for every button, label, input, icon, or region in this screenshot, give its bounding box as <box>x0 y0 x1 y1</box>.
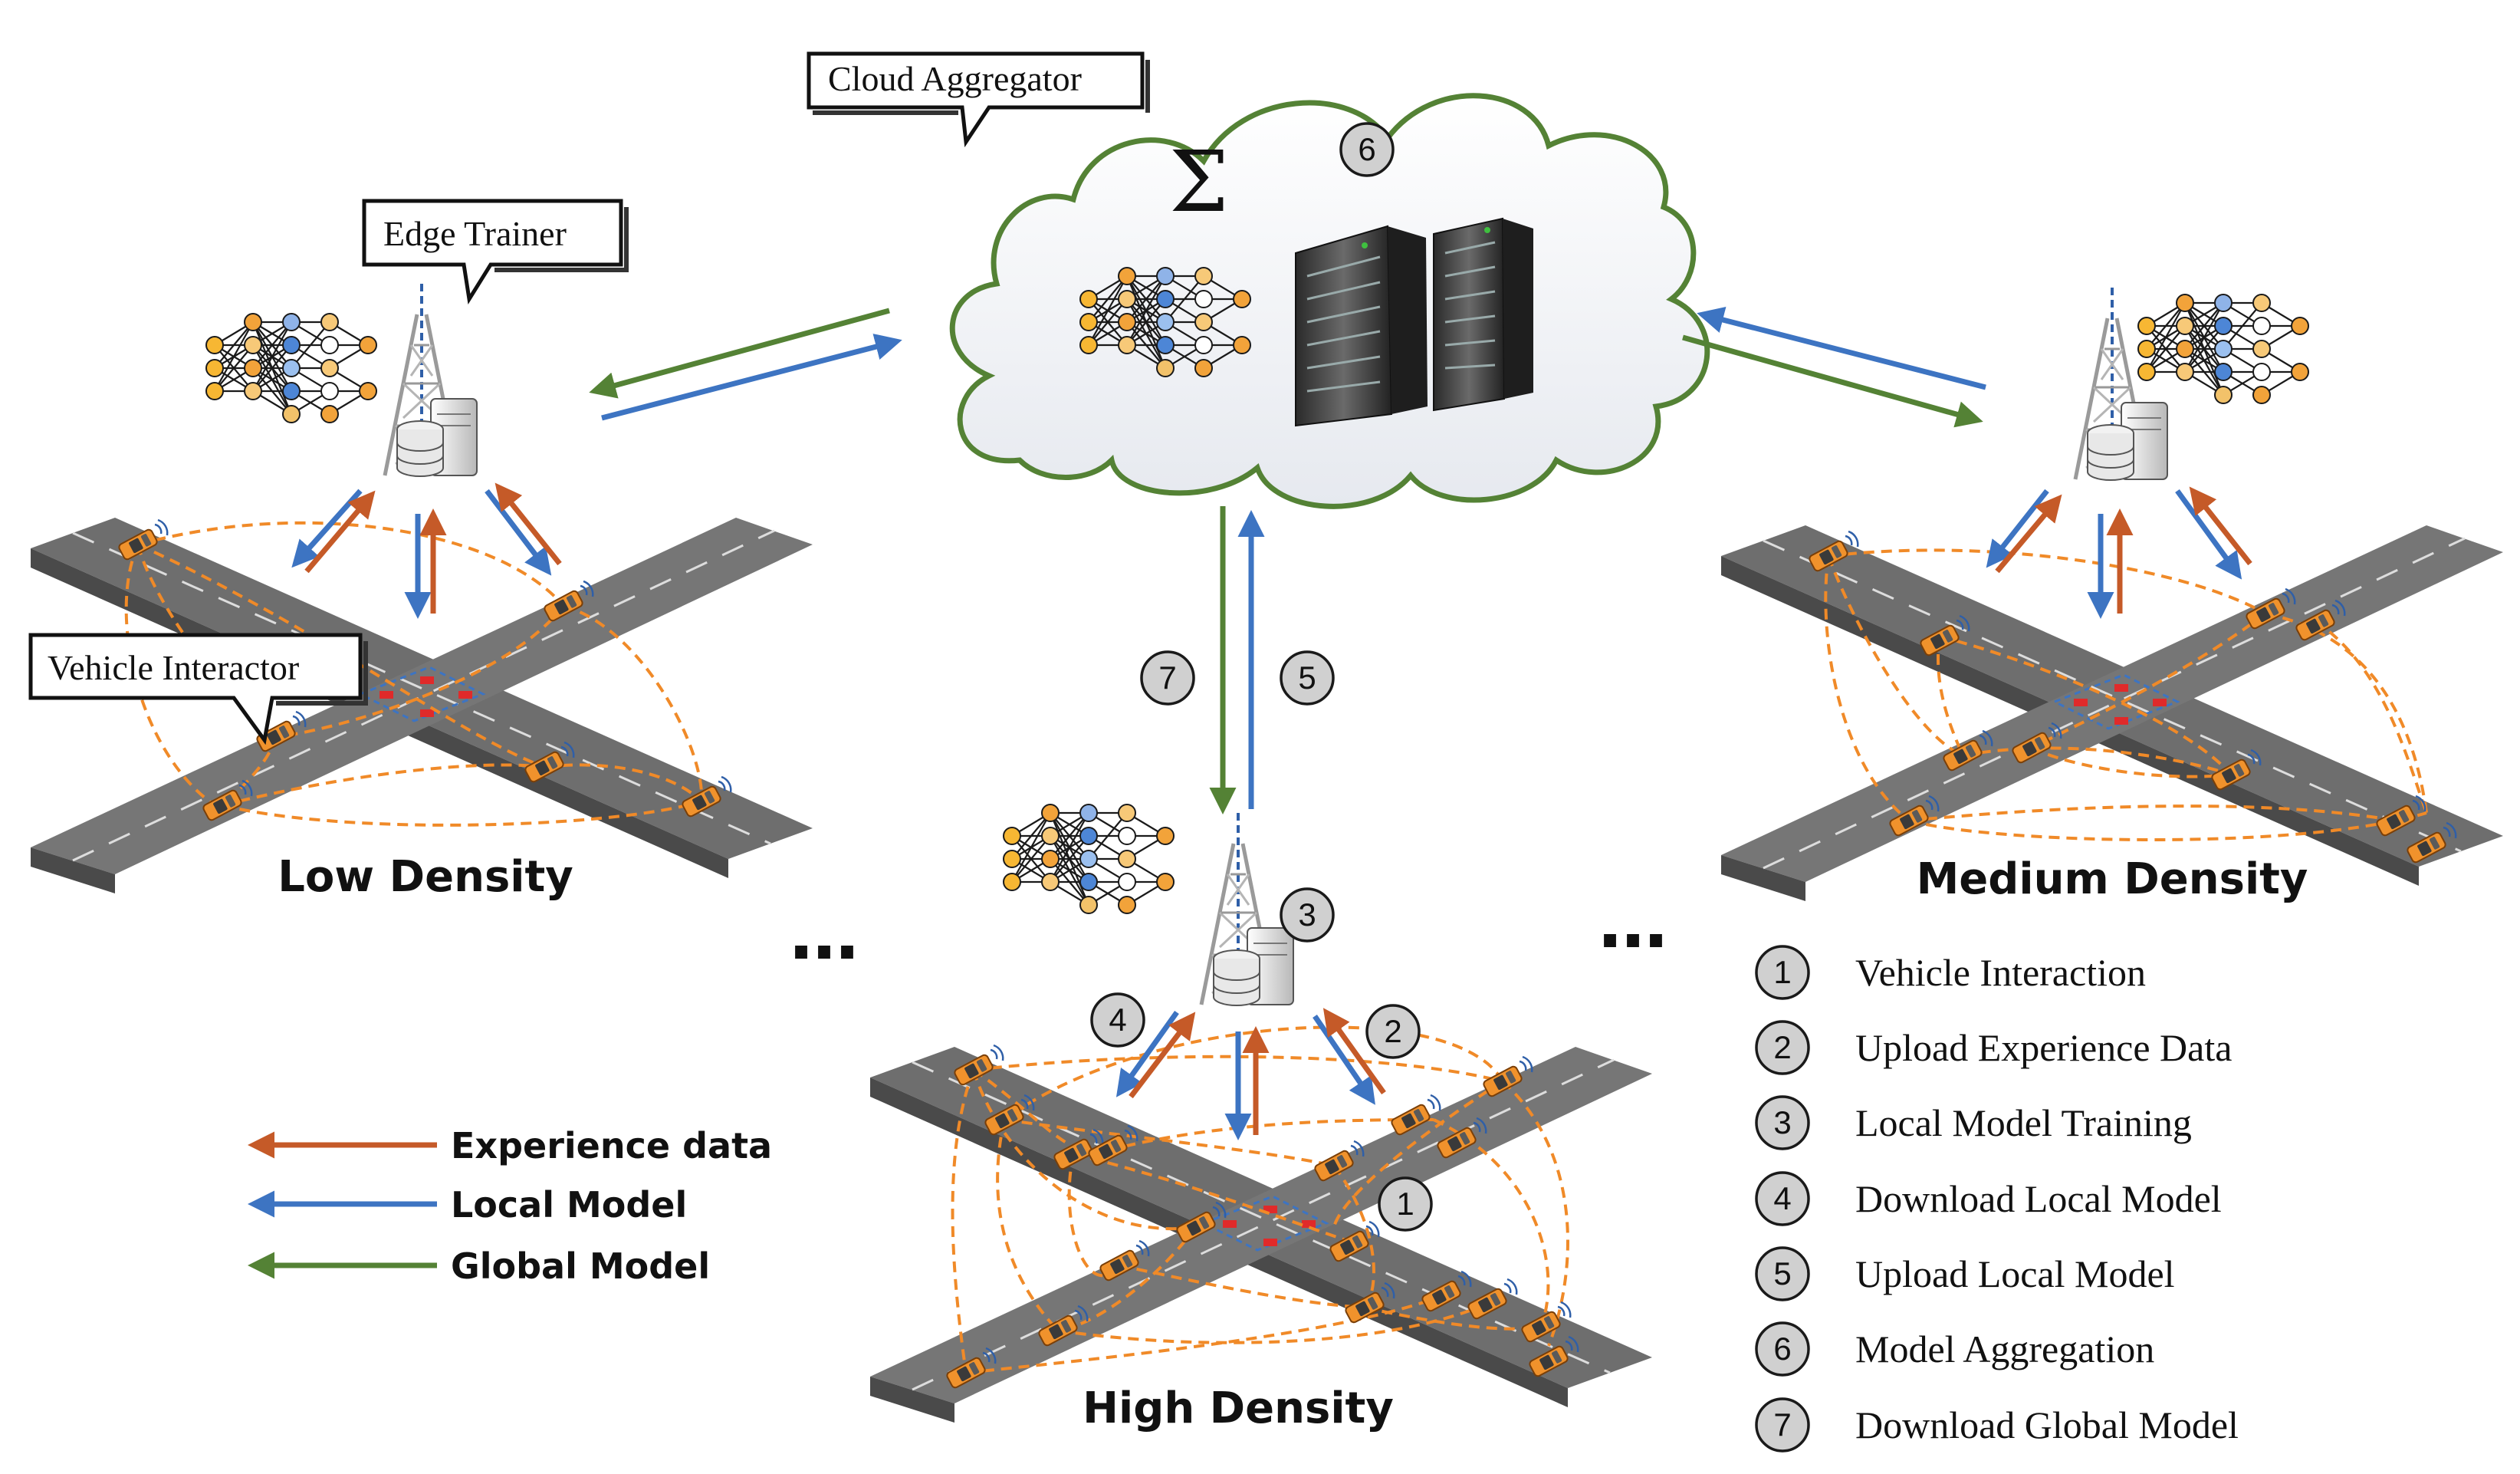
svg-text:Model Aggregation: Model Aggregation <box>1855 1328 2154 1370</box>
svg-text:6: 6 <box>1773 1331 1791 1367</box>
badge-4: 4 <box>1090 992 1145 1048</box>
svg-text:4: 4 <box>1773 1180 1791 1216</box>
svg-text:Local Model: Local Model <box>451 1184 687 1226</box>
antenna-tower-icon <box>2075 288 2167 480</box>
badge-7: 7 <box>1140 650 1195 706</box>
svg-text:7: 7 <box>1773 1407 1791 1443</box>
svg-text:6: 6 <box>1358 131 1375 167</box>
svg-text:Download Global Model: Download Global Model <box>1855 1403 2239 1446</box>
svg-text:Download Local Model: Download Local Model <box>1855 1177 2222 1220</box>
road-intersection-icon <box>1721 525 2503 901</box>
badge-6: 6 <box>1339 122 1395 177</box>
road-intersection-icon <box>31 518 813 893</box>
badge-3: 3 <box>1280 887 1335 943</box>
svg-text:5: 5 <box>1773 1255 1791 1291</box>
arrow-legend: Experience data Local Model Global Model <box>248 1125 772 1287</box>
svg-text:Upload Experience Data: Upload Experience Data <box>1855 1026 2232 1069</box>
step-item-7: 7 Download Global Model <box>1755 1397 2239 1453</box>
svg-text:Vehicle Interaction: Vehicle Interaction <box>1855 951 2146 994</box>
ellipsis-left: … <box>790 895 859 976</box>
svg-text:Vehicle Interactor: Vehicle Interactor <box>48 648 299 687</box>
step-item-1: 1 Vehicle Interaction <box>1755 945 2146 1000</box>
scene-label-medium: Medium Density <box>1917 854 2308 904</box>
step-item-2: 2 Upload Experience Data <box>1755 1020 2232 1075</box>
svg-text:7: 7 <box>1158 660 1176 696</box>
svg-text:2: 2 <box>1773 1029 1791 1065</box>
vehicle-interactor-callout: Vehicle Interactor <box>28 633 368 745</box>
neural-network-icon <box>2137 293 2310 405</box>
svg-text:3: 3 <box>1298 897 1316 933</box>
antenna-tower-icon <box>385 284 477 476</box>
high-density-scene: 3 4 2 1 High Density <box>870 803 1652 1433</box>
svg-text:1: 1 <box>1396 1186 1414 1222</box>
svg-text:2: 2 <box>1384 1013 1401 1049</box>
svg-text:Edge Trainer: Edge Trainer <box>383 214 567 253</box>
legend-item-local-model: Local Model <box>248 1184 687 1226</box>
svg-text:Cloud Aggregator: Cloud Aggregator <box>828 59 1082 98</box>
step-list: 1 Vehicle Interaction 2 Upload Experienc… <box>1755 945 2239 1453</box>
scene-label-high: High Density <box>1083 1384 1394 1433</box>
svg-text:Global Model: Global Model <box>451 1245 710 1287</box>
legend-item-experience-data: Experience data <box>248 1125 772 1166</box>
sigma-icon: Σ <box>1169 133 1229 231</box>
scene-label-low: Low Density <box>278 852 573 902</box>
badge-5: 5 <box>1280 650 1335 706</box>
cloud-edge-link: 7 5 <box>1140 506 1335 814</box>
svg-text:Upload Local Model: Upload Local Model <box>1855 1252 2175 1295</box>
legend-item-global-model: Global Model <box>248 1245 710 1287</box>
antenna-tower-icon <box>1201 813 1293 1005</box>
svg-text:3: 3 <box>1773 1104 1791 1140</box>
svg-text:Local Model Training: Local Model Training <box>1855 1101 2192 1144</box>
badge-2: 2 <box>1365 1004 1421 1059</box>
cloud-aggregator-callout: Cloud Aggregator <box>807 51 1150 148</box>
low-density-scene: Low Density <box>31 284 813 902</box>
cloud-aggregator-group: Σ 6 <box>949 93 1710 509</box>
server-rack-icon <box>1295 217 1533 427</box>
neural-network-icon <box>1002 803 1175 915</box>
medium-density-scene: Medium Density <box>1721 288 2503 904</box>
badge-1: 1 <box>1378 1176 1433 1232</box>
step-item-4: 4 Download Local Model <box>1755 1171 2222 1226</box>
step-item-5: 5 Upload Local Model <box>1755 1246 2175 1301</box>
ellipsis-right: … <box>1598 883 1667 964</box>
step-item-3: 3 Local Model Training <box>1755 1095 2192 1150</box>
neural-network-icon <box>205 312 378 424</box>
svg-text:5: 5 <box>1298 660 1316 696</box>
svg-text:1: 1 <box>1773 954 1791 990</box>
svg-text:Experience data: Experience data <box>451 1125 772 1166</box>
step-item-6: 6 Model Aggregation <box>1755 1321 2154 1377</box>
edge-trainer-callout: Edge Trainer <box>362 199 629 305</box>
svg-text:4: 4 <box>1109 1002 1126 1038</box>
